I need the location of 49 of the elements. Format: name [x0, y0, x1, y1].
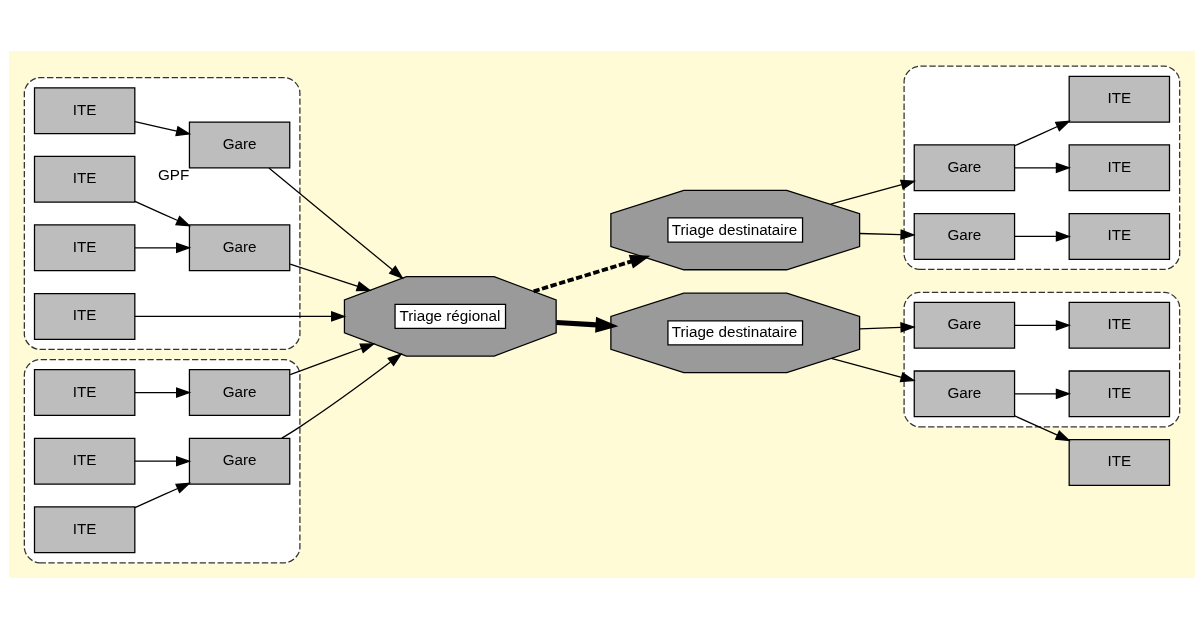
- arrow: [859, 321, 916, 333]
- node-box: ITE: [1068, 438, 1171, 486]
- arrow: [134, 455, 192, 466]
- arrow: [134, 120, 192, 136]
- node-box: ITE: [1068, 301, 1171, 349]
- node-box: Gare: [913, 369, 1016, 417]
- node-box: Gare: [188, 437, 291, 485]
- arrow: [134, 242, 192, 253]
- arrow: [533, 254, 651, 293]
- arrow: [1014, 414, 1071, 441]
- cluster: [23, 358, 301, 563]
- cluster: [23, 76, 301, 350]
- arrow: [1014, 120, 1071, 146]
- arrow: [1014, 319, 1072, 331]
- node-box: Gare: [188, 120, 291, 168]
- arrow: [134, 481, 192, 508]
- arrow: [134, 386, 192, 398]
- node-box: Gare: [188, 368, 291, 416]
- node-box: Gare: [913, 301, 1016, 349]
- arrow: [1014, 388, 1072, 399]
- arrow: [1014, 162, 1072, 173]
- node-box: ITE: [33, 505, 136, 553]
- arrow: [289, 262, 372, 291]
- node-box: Gare: [913, 212, 1016, 260]
- arrow: [289, 342, 376, 375]
- node-box: ITE: [1068, 143, 1171, 191]
- arrow: [830, 357, 916, 382]
- node-box: ITE: [33, 437, 136, 485]
- node-box: ITE: [33, 86, 136, 134]
- node-box: Gare: [188, 223, 291, 271]
- arrow: [281, 352, 403, 439]
- arrow: [830, 179, 917, 205]
- node-box: ITE: [1068, 212, 1171, 260]
- node-label: GPF: [157, 165, 190, 183]
- cluster: [903, 291, 1181, 427]
- arrow: [134, 200, 192, 227]
- node-box: ITE: [33, 368, 136, 416]
- arrow: [556, 316, 619, 333]
- arrow: [1014, 230, 1072, 242]
- node-box: Gare: [913, 143, 1016, 191]
- node-box: ITE: [33, 155, 136, 203]
- node-box: ITE: [33, 223, 136, 271]
- arrow: [134, 310, 347, 322]
- node-box: ITE: [33, 292, 136, 340]
- node-box: ITE: [1068, 369, 1171, 417]
- arrow: [859, 228, 916, 240]
- arrow: [268, 166, 404, 279]
- node-box: ITE: [1068, 75, 1171, 123]
- cluster: [903, 65, 1181, 270]
